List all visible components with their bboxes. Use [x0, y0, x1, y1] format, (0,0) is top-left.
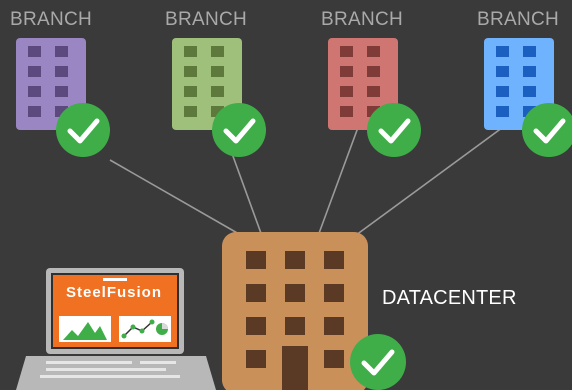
connector-branch-3 [317, 121, 361, 237]
line-chart-icon [119, 316, 171, 342]
branch-1-label: BRANCH [10, 9, 93, 30]
datacenter-building-icon [222, 232, 368, 390]
datacenter-door [282, 346, 308, 390]
datacenter-label: DATACENTER [382, 287, 517, 309]
laptop-product-title: SteelFusion [65, 284, 162, 301]
connectors [109, 121, 511, 239]
branch-4-check-icon [522, 103, 572, 157]
connector-branch-4 [351, 121, 511, 239]
connector-branch-2 [229, 147, 263, 237]
branch-2-label: BRANCH [165, 9, 248, 30]
branch-2-check-icon [212, 103, 266, 157]
datacenter-check-icon [350, 334, 406, 390]
branch-3-label: BRANCH [321, 9, 404, 30]
area-chart-icon [59, 316, 111, 342]
branch-2-building-icon [172, 38, 242, 130]
branch-3-check-icon [367, 103, 421, 157]
connector-branch-1 [109, 159, 247, 239]
branch-4-label: BRANCH [477, 9, 560, 30]
branch-1-building-icon [16, 38, 86, 130]
laptop-icon [16, 268, 216, 390]
laptop-base [16, 356, 216, 390]
branch-1-check-icon [56, 103, 110, 157]
